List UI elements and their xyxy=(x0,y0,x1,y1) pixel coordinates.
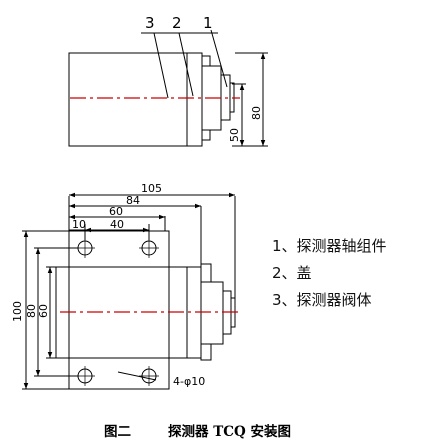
dim-plan-60-label: 60 xyxy=(109,205,123,218)
plan-foot-bottom xyxy=(200,343,212,361)
legend-item-3: 3、探测器阀体 xyxy=(272,291,372,309)
side-view xyxy=(68,29,268,147)
side-foot-bottom xyxy=(201,129,211,141)
dim-plan-84-label: 84 xyxy=(126,194,140,207)
plan-view xyxy=(22,192,236,390)
plan-foot-top xyxy=(200,263,212,283)
legend-item-2: 2、盖 xyxy=(272,264,312,282)
figure-number: 图二 xyxy=(104,424,131,440)
callout-3: 3 xyxy=(145,14,155,32)
dim-side-80-label: 80 xyxy=(250,106,263,120)
side-valve-body xyxy=(68,52,188,147)
leader-holes xyxy=(117,371,157,381)
holes-label: 4-φ10 xyxy=(173,375,205,388)
side-labels: 3 2 1 80 50 xyxy=(145,14,263,142)
plan-shaft-housing xyxy=(200,281,224,345)
side-foot-top xyxy=(201,55,211,67)
leader-1 xyxy=(210,29,228,88)
dim-plan-10-label: 10 xyxy=(72,218,86,231)
plan-labels: 105 84 60 10 40 100 80 60 4-φ10 xyxy=(11,182,205,388)
callout-2: 2 xyxy=(172,14,182,32)
leader-3 xyxy=(153,32,169,99)
leader-2 xyxy=(178,32,194,97)
legend-item-1: 1、探测器轴组件 xyxy=(272,237,387,255)
dim-plan-100-label: 100 xyxy=(11,301,24,322)
dim-plan-40-label: 40 xyxy=(110,218,124,231)
callout-1: 1 xyxy=(203,14,213,32)
figure-title: 探测器 TCQ 安装图 xyxy=(168,424,291,440)
dim-side-50-label: 50 xyxy=(228,128,241,142)
dim-plan-80-label: 80 xyxy=(25,304,38,318)
side-cover xyxy=(186,52,203,147)
dim-plan-105-label: 105 xyxy=(141,182,162,195)
dim-plan-60-left-label: 60 xyxy=(37,304,50,318)
